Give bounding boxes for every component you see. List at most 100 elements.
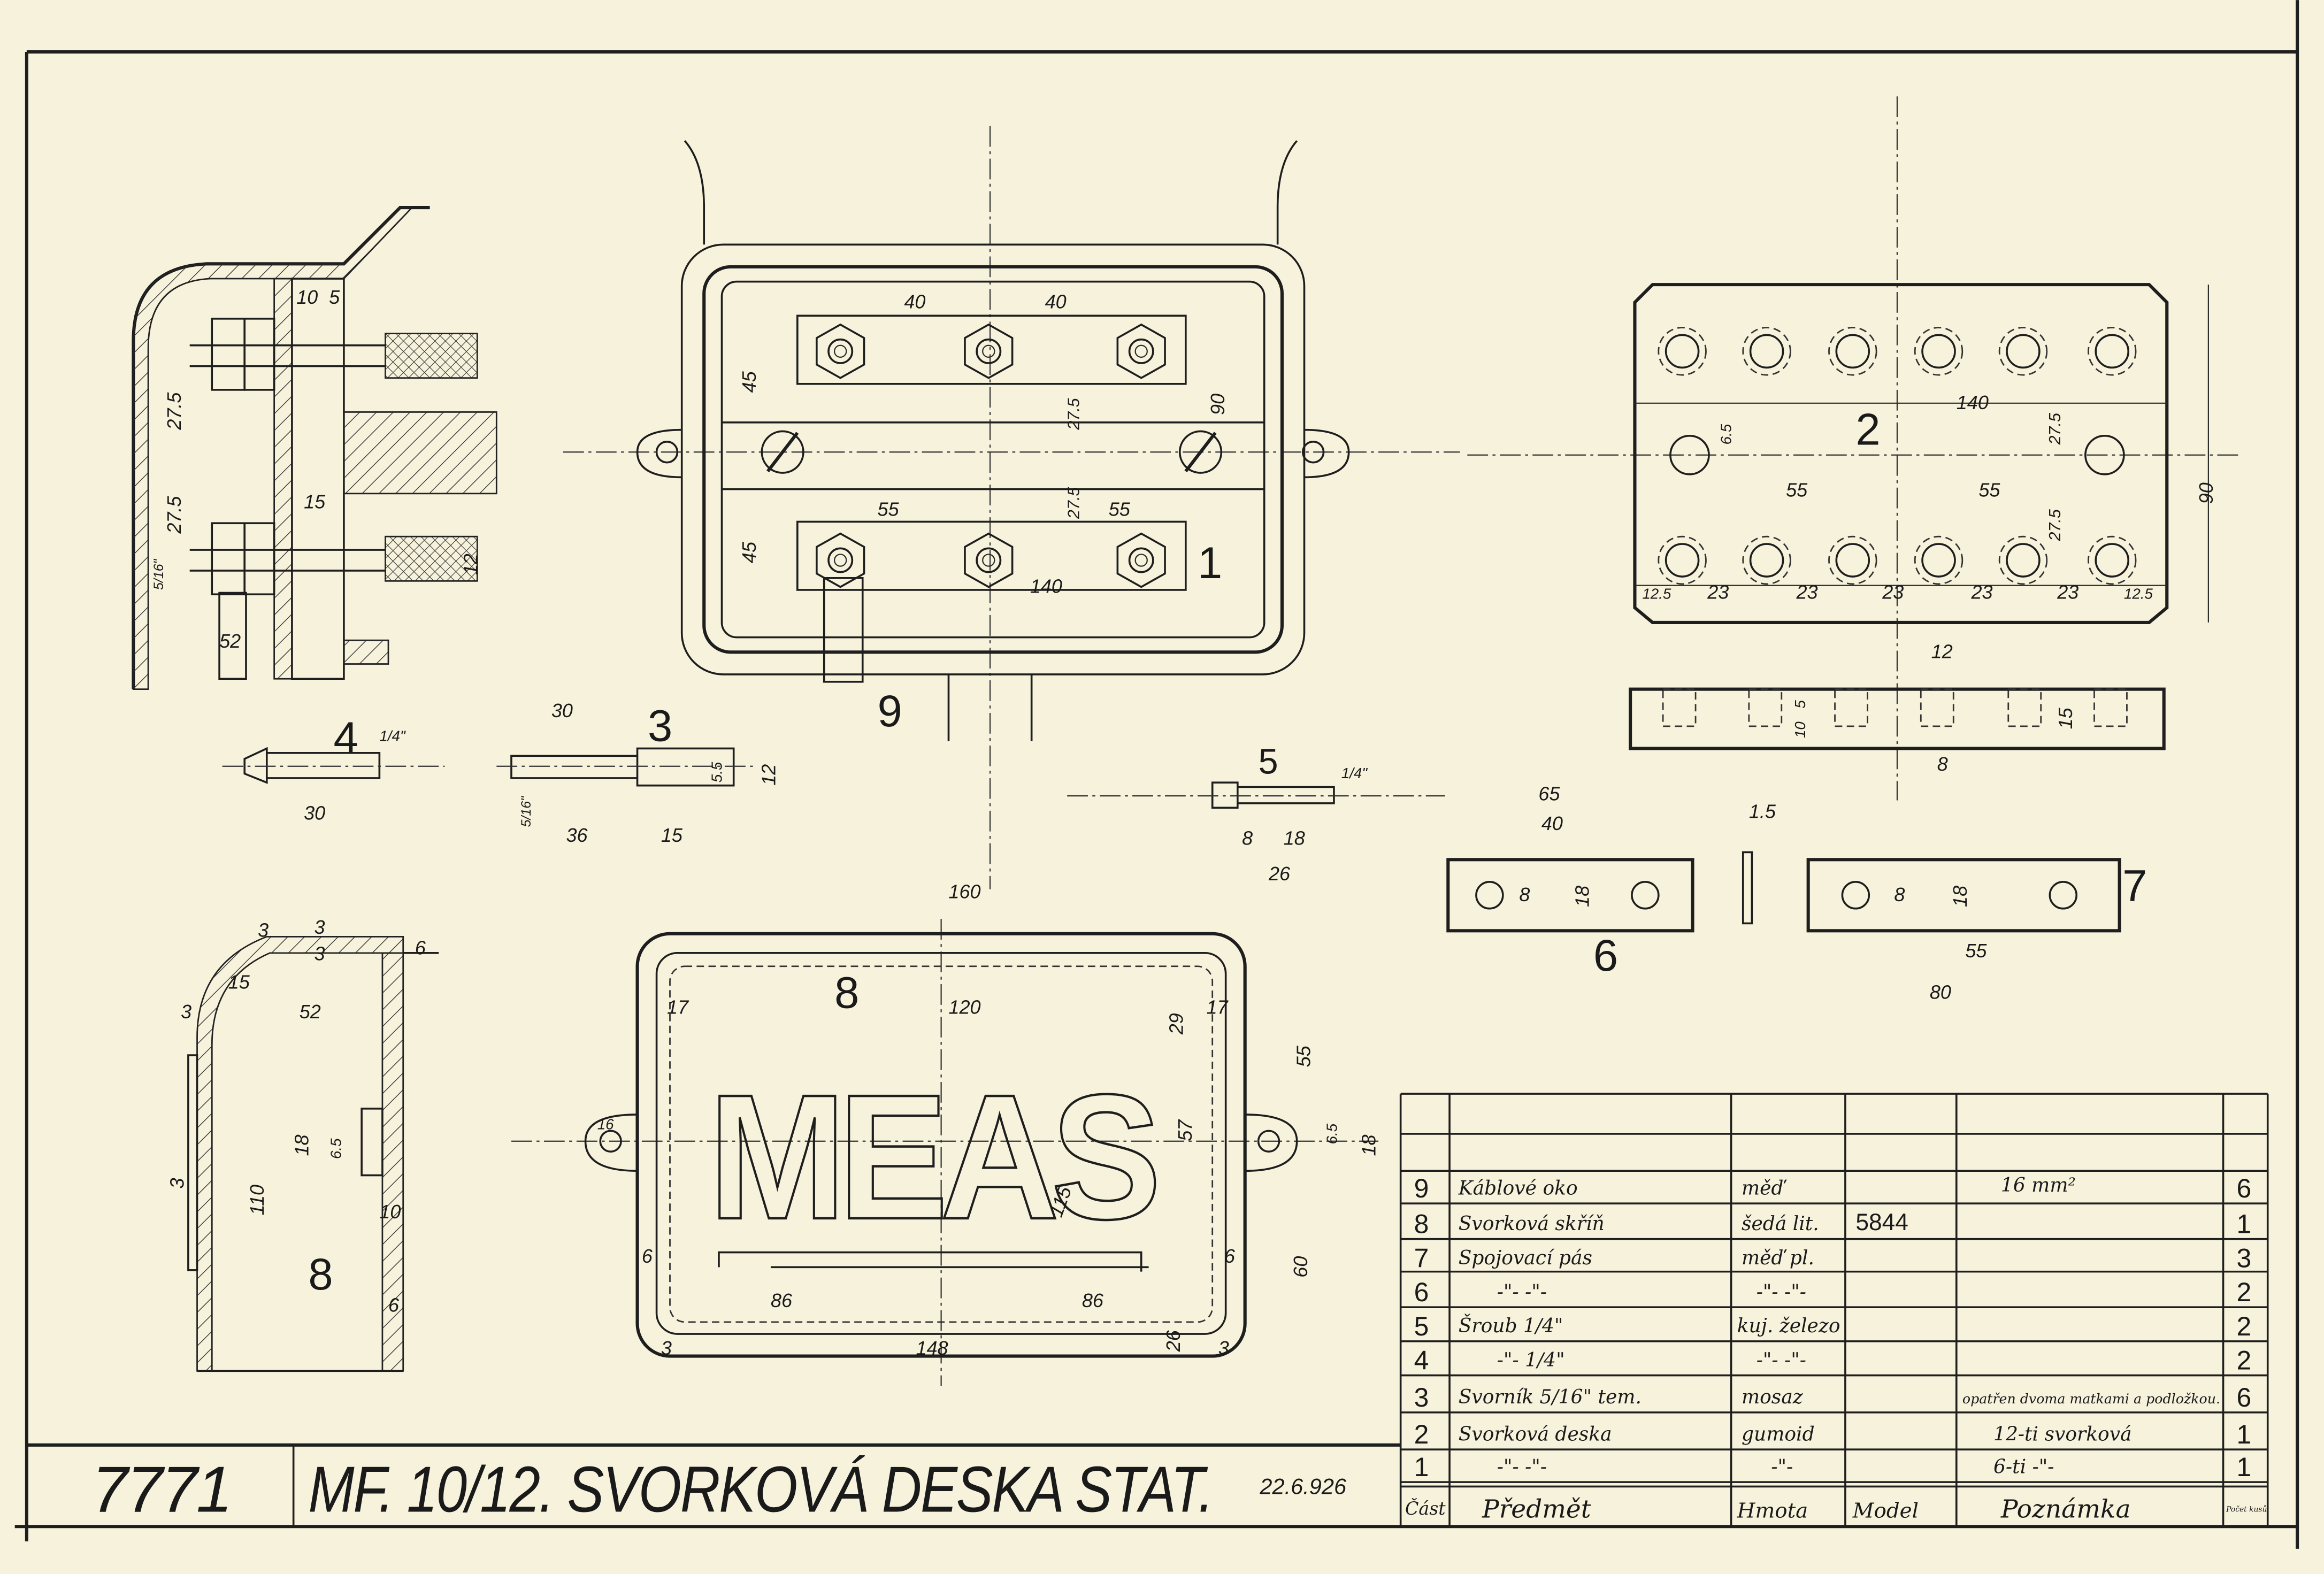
table-cell: 6 xyxy=(2237,1173,2252,1203)
dimension-label: 23 xyxy=(1796,581,1818,603)
part-6-link xyxy=(1446,851,1753,933)
dimension-label: 10 xyxy=(1792,721,1808,738)
dimension-label: 120 xyxy=(948,996,980,1018)
dimension-label: 140 xyxy=(1957,391,1989,413)
title-block: 7771 MF. 10/12. SVORKOVÁ DESKA STAT. 22.… xyxy=(92,1453,1347,1526)
dimension-label: 16 xyxy=(597,1116,614,1133)
part-4-screw xyxy=(222,747,445,784)
table-row: 4 -"- 1/4" -"- -"- 2 xyxy=(1414,1346,2252,1376)
table-cell: Šroub 1/4" xyxy=(1459,1315,1563,1337)
dimension-label: 18 xyxy=(290,1134,312,1156)
table-cell: 6 xyxy=(1414,1277,1429,1307)
dimension-label: 23 xyxy=(1970,581,1992,603)
dimension-label: 12 xyxy=(757,764,779,786)
part-labels: 1 2 3 4 5 6 7 8 8 9 xyxy=(308,404,2147,1299)
table-cell: 9 xyxy=(1414,1173,1429,1203)
dimension-label: 27.5 xyxy=(163,392,185,431)
table-cell: Svorková deska xyxy=(1459,1424,1612,1446)
table-cell: Část xyxy=(1405,1498,1446,1519)
dimension-label: 18 xyxy=(1949,886,1971,907)
part-3-stud xyxy=(496,747,756,787)
dimension-label: 8 xyxy=(1894,884,1905,905)
dimension-label: 80 xyxy=(1930,981,1951,1003)
dimension-label: 8 xyxy=(1519,884,1530,905)
table-cell: -"- -"- xyxy=(1757,1281,1806,1303)
table-cell: 6 xyxy=(2237,1383,2252,1412)
dimension-label: 10 xyxy=(296,286,318,308)
dimension-label: 5 xyxy=(329,286,340,308)
table-cell: 1 xyxy=(1414,1452,1429,1482)
dimension-label: 86 xyxy=(1082,1289,1104,1311)
dimension-label: 15 xyxy=(661,824,683,846)
dimension-label: 23 xyxy=(1882,581,1904,603)
dimension-label: 90 xyxy=(1207,394,1229,415)
dimension-label: 10 xyxy=(379,1201,401,1223)
dimension-label: 55 xyxy=(1978,479,2000,501)
dimension-label: 27.5 xyxy=(2046,509,2064,541)
dimension-label: 160 xyxy=(948,880,980,902)
dimension-label: 5/16" xyxy=(151,558,166,590)
dimension-label: 15 xyxy=(228,971,250,993)
dimension-label: 57 xyxy=(1174,1119,1196,1141)
part-label-6: 6 xyxy=(1593,931,1618,980)
dimension-label: 30 xyxy=(304,802,325,824)
view-terminal-box-side xyxy=(187,935,439,1372)
dimension-label: 148 xyxy=(916,1337,948,1359)
table-cell: -"- -"- xyxy=(1497,1456,1547,1478)
table-cell: 2 xyxy=(2237,1346,2252,1376)
table-cell: 2 xyxy=(2237,1311,2252,1341)
dimension-label: 45 xyxy=(738,371,760,393)
dimension-label: 6.5 xyxy=(327,1138,344,1159)
dimension-label: 6.5 xyxy=(1323,1123,1340,1144)
dimension-label: 110 xyxy=(246,1185,268,1215)
dimension-label: 5 xyxy=(1792,700,1808,709)
dimension-label: 6 xyxy=(388,1294,400,1316)
dimension-label: 27.5 xyxy=(1064,397,1083,430)
dimension-label: 12 xyxy=(459,554,481,575)
table-cell: Model xyxy=(1852,1499,1919,1523)
dimension-label: 65 xyxy=(1538,782,1560,804)
table-cell: -"- 1/4" xyxy=(1497,1349,1565,1371)
view-terminal-board xyxy=(1629,283,2209,750)
part-label-5: 5 xyxy=(1259,742,1278,782)
dimension-label: 55 xyxy=(877,498,899,520)
table-cell: 2 xyxy=(1414,1419,1429,1449)
view-box-section-left xyxy=(132,205,497,690)
table-cell: 5844 xyxy=(1855,1209,1908,1235)
dimension-label: 18 xyxy=(1358,1134,1380,1156)
dimension-label: 55 xyxy=(1786,479,1808,501)
table-cell: Káblové oko xyxy=(1458,1178,1578,1200)
part-label-8-side: 8 xyxy=(308,1249,333,1299)
dimension-label: 27.5 xyxy=(163,496,185,534)
part-label-1: 1 xyxy=(1198,538,1222,588)
table-cell: Počet kusů xyxy=(2226,1505,2267,1514)
table-cell: kuj. železo xyxy=(1737,1315,1840,1337)
dimension-label: 15 xyxy=(304,491,326,513)
table-cell: -"- xyxy=(1771,1456,1793,1478)
table-cell: 5 xyxy=(1414,1311,1429,1341)
dimension-label: 1.5 xyxy=(1749,801,1776,823)
part-label-7: 7 xyxy=(2122,861,2147,911)
table-cell: měď xyxy=(1742,1178,1787,1200)
dimension-label: 29 xyxy=(1165,1013,1187,1035)
table-cell: Hmota xyxy=(1737,1499,1808,1523)
dimension-label: 6.5 xyxy=(1718,424,1735,444)
table-cell: -"- -"- xyxy=(1757,1349,1806,1371)
dimension-label: 3 xyxy=(1218,1337,1229,1359)
dimension-label: 15 xyxy=(2054,707,2076,729)
dimension-label: 1/4" xyxy=(379,728,406,744)
table-cell: 4 xyxy=(1414,1346,1429,1376)
dimension-label: 55 xyxy=(1109,498,1131,520)
table-cell: 8 xyxy=(1414,1209,1429,1239)
table-header-row: Část Předmět Hmota Model Poznámka Počet … xyxy=(1405,1495,2267,1524)
table-cell: 1 xyxy=(2237,1452,2252,1482)
dimension-label: 6 xyxy=(642,1245,653,1267)
dimension-label: 6 xyxy=(415,937,426,959)
dimension-label: 3 xyxy=(661,1337,672,1359)
dimension-label: 86 xyxy=(771,1289,793,1311)
dimension-label: 1/4" xyxy=(1341,765,1368,781)
dimension-label: 60 xyxy=(1290,1256,1311,1278)
